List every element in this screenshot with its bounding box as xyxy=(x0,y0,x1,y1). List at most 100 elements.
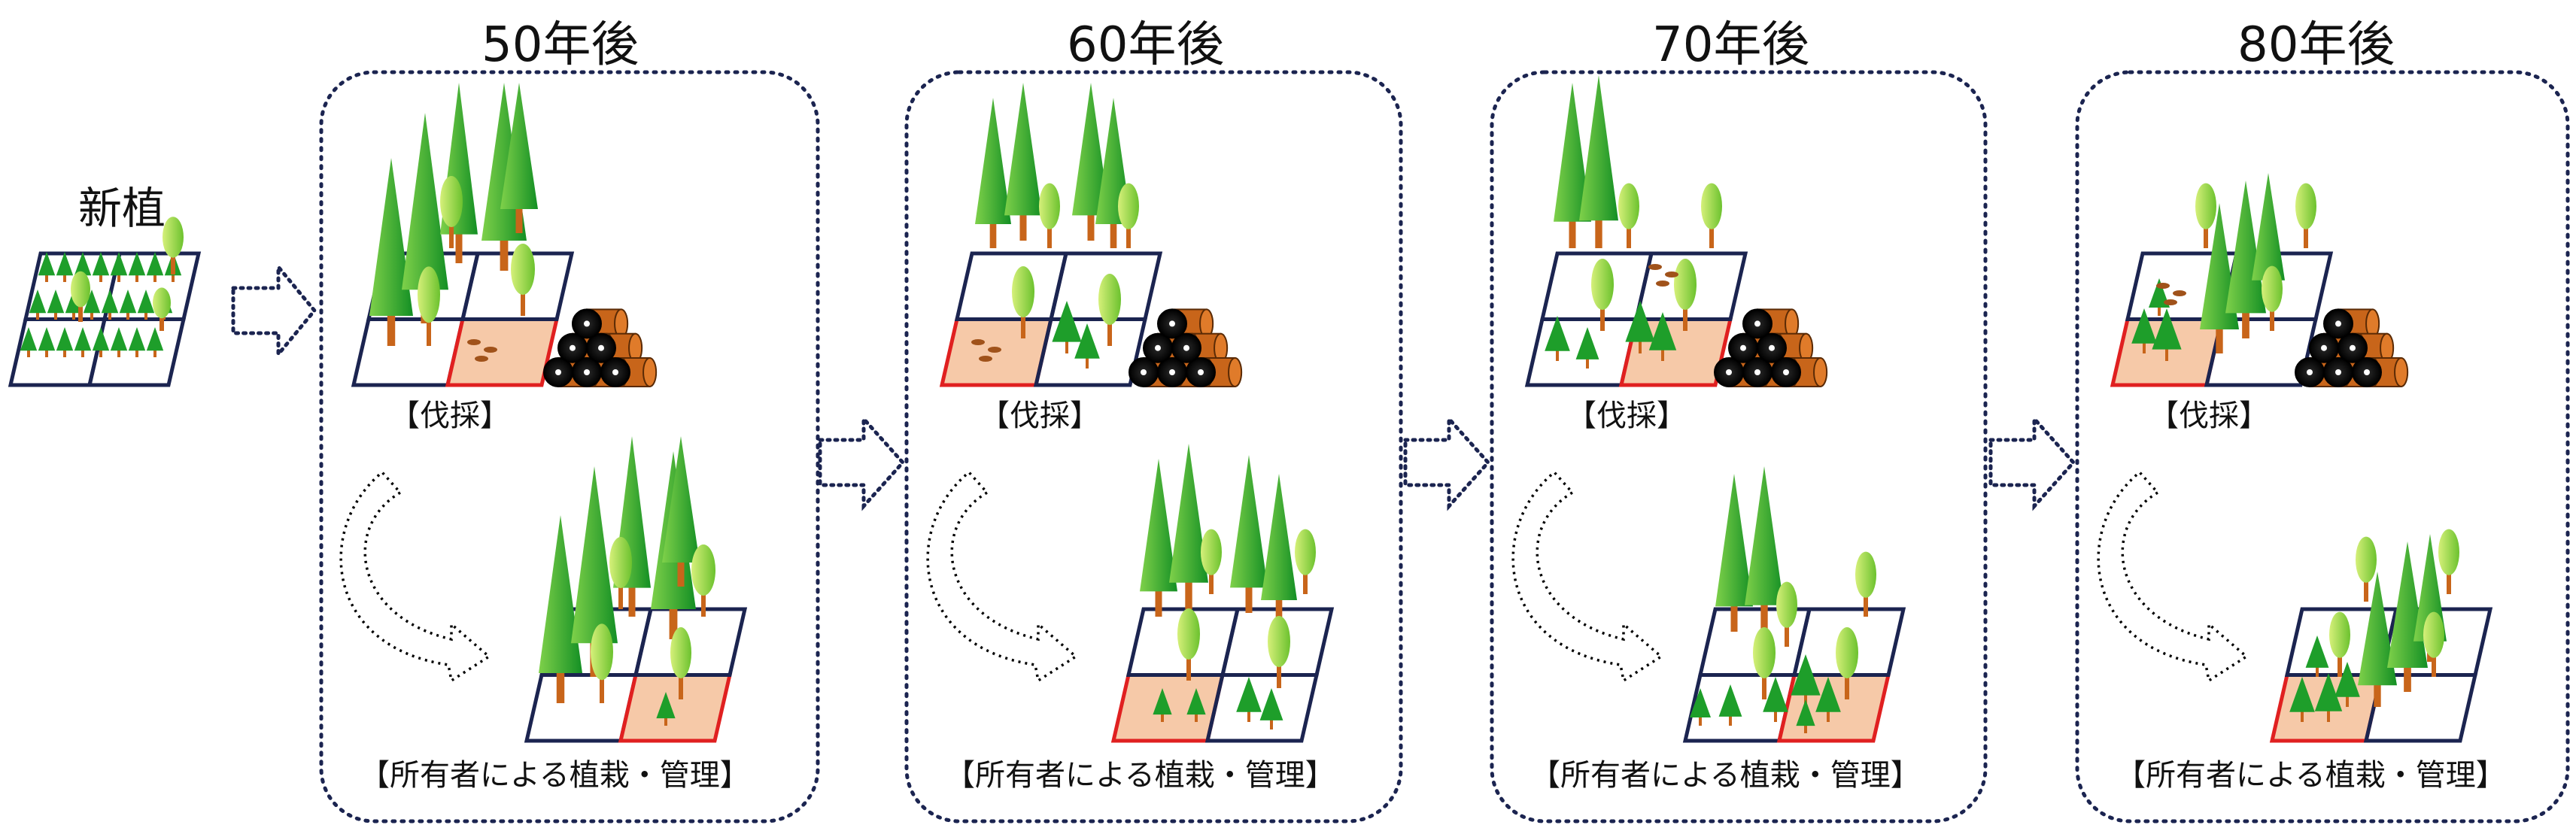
plot-grid xyxy=(939,251,1163,387)
sapling xyxy=(20,327,38,357)
planting-label-70: 【所有者による植栽・管理】 xyxy=(1530,758,1921,793)
broadleaf-crown xyxy=(1591,259,1614,310)
sapling-crown xyxy=(101,290,119,314)
plot-cell xyxy=(351,317,466,387)
sapling-crown xyxy=(20,327,38,351)
log-core xyxy=(1183,344,1189,351)
sapling-crown xyxy=(1074,323,1100,359)
stage-title-50: 50年後 xyxy=(481,17,639,73)
sapling-crown xyxy=(83,290,101,314)
sapling-trunk xyxy=(2316,666,2319,677)
broadleaf-crown xyxy=(2262,265,2283,312)
stage-arrows xyxy=(231,262,2076,511)
stump xyxy=(2156,283,2170,289)
sapling-crown xyxy=(1259,688,1283,720)
sapling xyxy=(38,252,56,282)
broadleaf-crown xyxy=(1268,616,1290,667)
conifer-tree xyxy=(662,436,700,587)
broadleaf-tree xyxy=(418,266,440,346)
conifer-crown xyxy=(1261,474,1297,600)
tree-trunk xyxy=(2270,307,2274,331)
conifer-crown xyxy=(1554,83,1591,222)
sapling xyxy=(1052,301,1082,353)
tree-trunk xyxy=(449,222,454,248)
sapling-trunk xyxy=(1270,719,1273,729)
broadleaf-crown xyxy=(2329,611,2350,658)
tree-trunk xyxy=(2364,578,2368,602)
log-core xyxy=(2350,344,2356,351)
sapling-crown xyxy=(1545,316,1570,351)
sapling xyxy=(2305,635,2329,677)
broadleaf-tree xyxy=(2262,265,2283,331)
tree-trunk xyxy=(1047,224,1052,248)
tree-trunk xyxy=(171,253,175,274)
tree-trunk xyxy=(2204,224,2208,248)
sapling-trunk xyxy=(153,274,156,282)
log-core xyxy=(2307,369,2313,375)
broadleaf-tree xyxy=(1674,259,1697,331)
harvested-plot xyxy=(618,673,733,743)
stage-frame-60 xyxy=(904,70,1403,823)
sapling-trunk xyxy=(117,350,120,357)
sapling-crown xyxy=(1718,684,1742,717)
conifer-crown xyxy=(662,436,700,563)
log-core xyxy=(612,369,618,375)
conifer-crown xyxy=(1579,75,1618,221)
sapling xyxy=(119,290,137,320)
log-core xyxy=(584,369,590,375)
log-core xyxy=(1769,344,1775,351)
plot-grid xyxy=(1682,607,1906,743)
tree-trunk xyxy=(677,554,685,587)
sapling xyxy=(2152,308,2182,361)
sapling xyxy=(2289,677,2315,722)
log-pile xyxy=(2295,308,2409,387)
sapling-trunk xyxy=(27,350,30,357)
sapling xyxy=(1690,688,1711,726)
stump xyxy=(484,347,497,353)
tree-trunk xyxy=(2404,659,2411,692)
conifer-crown xyxy=(1169,444,1208,583)
broadleaf-tree xyxy=(670,627,691,699)
broadleaf-tree xyxy=(1701,183,1722,248)
conifer-tree xyxy=(440,83,478,263)
sapling xyxy=(146,327,164,357)
plot-cell xyxy=(954,251,1069,321)
broadleaf-tree xyxy=(1295,529,1316,594)
broadleaf-crown xyxy=(1701,183,1722,229)
conifer-crown xyxy=(539,515,582,673)
broadleaf-tree xyxy=(1591,259,1614,331)
sapling xyxy=(110,327,128,357)
sapling-trunk xyxy=(135,350,138,357)
tree-trunk xyxy=(2304,224,2308,248)
conifer-tree xyxy=(1261,474,1297,624)
plot-cell xyxy=(2378,607,2493,677)
log-core xyxy=(570,344,576,351)
sapling-trunk xyxy=(126,312,129,320)
broadleaf-tree xyxy=(153,287,171,331)
broadleaf-crown xyxy=(2423,611,2444,658)
harvest-label-80: 【伐採】 xyxy=(2149,399,2269,433)
tree-trunk xyxy=(427,317,431,346)
broadleaf-crown xyxy=(1618,183,1639,229)
sapling-crown xyxy=(119,290,137,314)
sapling-trunk xyxy=(72,312,75,320)
broadleaf-tree xyxy=(2329,611,2350,677)
sapling-trunk xyxy=(108,312,111,320)
tree-trunk xyxy=(679,673,683,699)
log-core xyxy=(1169,369,1175,375)
sapling xyxy=(2334,662,2360,707)
broadleaf-crown xyxy=(1012,266,1034,317)
sapling-crown xyxy=(56,252,74,276)
broadleaf-tree xyxy=(2423,611,2444,677)
sapling-trunk xyxy=(144,312,147,320)
broadleaf-tree xyxy=(1618,183,1639,248)
tree-trunk xyxy=(1110,215,1117,248)
stump xyxy=(475,356,488,362)
conifer-crown xyxy=(2358,572,2397,686)
sapling xyxy=(2314,673,2343,722)
sapling-crown xyxy=(110,252,128,276)
curved-arrow-50 xyxy=(339,470,491,683)
arrow-start-to-50 xyxy=(231,262,317,359)
log-end xyxy=(2394,357,2409,387)
